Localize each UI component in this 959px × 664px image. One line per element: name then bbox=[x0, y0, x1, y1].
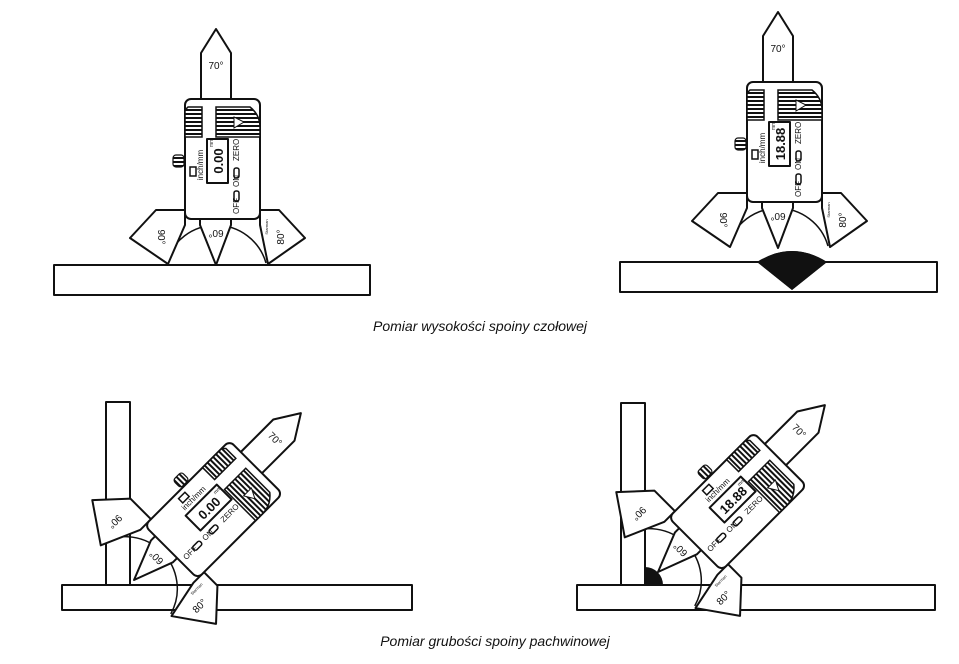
unit-button[interactable] bbox=[189, 166, 197, 177]
label-70: 70° bbox=[770, 44, 785, 55]
lock-knob bbox=[734, 137, 747, 151]
off-label: OFF bbox=[232, 198, 241, 214]
angle-plate-90 bbox=[691, 192, 748, 248]
base-plate bbox=[53, 264, 371, 296]
zero-label: ZERO bbox=[794, 122, 803, 144]
label-70: 70° bbox=[208, 61, 223, 72]
triangle-button-icon bbox=[795, 99, 808, 112]
lcd-window bbox=[184, 483, 233, 532]
vertical-plate bbox=[105, 401, 131, 586]
zero-button[interactable] bbox=[233, 167, 240, 179]
fillet-weld-bead bbox=[645, 567, 663, 585]
angle-plate-80 bbox=[170, 571, 219, 625]
lcd-reading: 18.88 bbox=[773, 128, 788, 161]
power-button[interactable] bbox=[192, 540, 203, 551]
angle-plate-80 bbox=[821, 192, 868, 248]
hatched-grip bbox=[746, 89, 765, 121]
on-label: ON bbox=[794, 158, 803, 170]
base-plate bbox=[61, 584, 413, 611]
power-button[interactable] bbox=[233, 190, 240, 202]
caption-butt-weld: Pomiar wysokości spoiny czołowej bbox=[373, 318, 588, 334]
unit-button[interactable] bbox=[177, 491, 191, 504]
lock-knob bbox=[173, 472, 189, 488]
label-60: 60° bbox=[770, 210, 785, 221]
label-90: 90° bbox=[155, 229, 166, 244]
unit-button[interactable] bbox=[701, 483, 715, 496]
lcd-window bbox=[768, 121, 791, 167]
unit-switch-label: inch/mm bbox=[196, 150, 205, 181]
triangle-button-icon bbox=[766, 479, 780, 492]
weld-gauge-1: 0.00 mm inch/mm OFF ON ZERO 70° 90° 60° … bbox=[129, 28, 306, 266]
base-plate bbox=[576, 584, 936, 611]
label-90: 90° bbox=[717, 212, 728, 227]
power-button[interactable] bbox=[795, 173, 802, 185]
angle-plate-80 bbox=[694, 563, 743, 617]
zero-button[interactable] bbox=[732, 516, 743, 527]
caption-fillet-weld: Pomiar grubości spoiny pachwinowej bbox=[380, 633, 610, 649]
unit-button[interactable] bbox=[751, 149, 759, 160]
off-label: OFF bbox=[794, 181, 803, 197]
zero-button[interactable] bbox=[795, 150, 802, 162]
lock-knob bbox=[172, 154, 185, 168]
weld-gauge-4: 18.88 mm inch/mm OFF ON ZERO 70° 90° 60°… bbox=[615, 404, 826, 617]
hatched-grip bbox=[184, 106, 203, 138]
brand-logo: Starman bbox=[264, 219, 269, 234]
hatched-grip bbox=[725, 439, 761, 473]
weld-gauge-2: 18.88 mm inch/mm OFF ON ZERO 70° 90° 60°… bbox=[691, 11, 868, 249]
lcd-reading: 0.00 bbox=[211, 148, 226, 173]
hatched-grip bbox=[201, 447, 237, 481]
lcd-unit: mm bbox=[771, 122, 777, 130]
label-80: 80° bbox=[838, 212, 849, 227]
label-80: 80° bbox=[276, 229, 287, 244]
zero-button[interactable] bbox=[208, 524, 219, 535]
power-button[interactable] bbox=[716, 532, 727, 543]
angle-plate-80 bbox=[259, 209, 306, 265]
lcd-unit: mm bbox=[736, 478, 746, 488]
weld-gauge-3: 0.00 mm inch/mm OFF ON ZERO 70° 90° 60° … bbox=[91, 412, 302, 625]
unit-switch-label: inch/mm bbox=[758, 133, 767, 164]
label-60: 60° bbox=[208, 227, 223, 238]
angle-plate-90 bbox=[129, 209, 186, 265]
lock-knob bbox=[697, 464, 713, 480]
lcd-window bbox=[708, 475, 757, 524]
zero-label: ZERO bbox=[232, 139, 241, 161]
angle-plate-90 bbox=[91, 497, 152, 547]
lcd-window bbox=[206, 138, 229, 184]
triangle-button-icon bbox=[233, 116, 246, 129]
angle-plate-90 bbox=[615, 489, 676, 539]
brand-logo: Starman bbox=[826, 202, 831, 217]
on-label: ON bbox=[232, 175, 241, 187]
lcd-unit: mm bbox=[212, 486, 222, 496]
lcd-unit: mm bbox=[209, 139, 215, 147]
triangle-button-icon bbox=[242, 487, 256, 500]
